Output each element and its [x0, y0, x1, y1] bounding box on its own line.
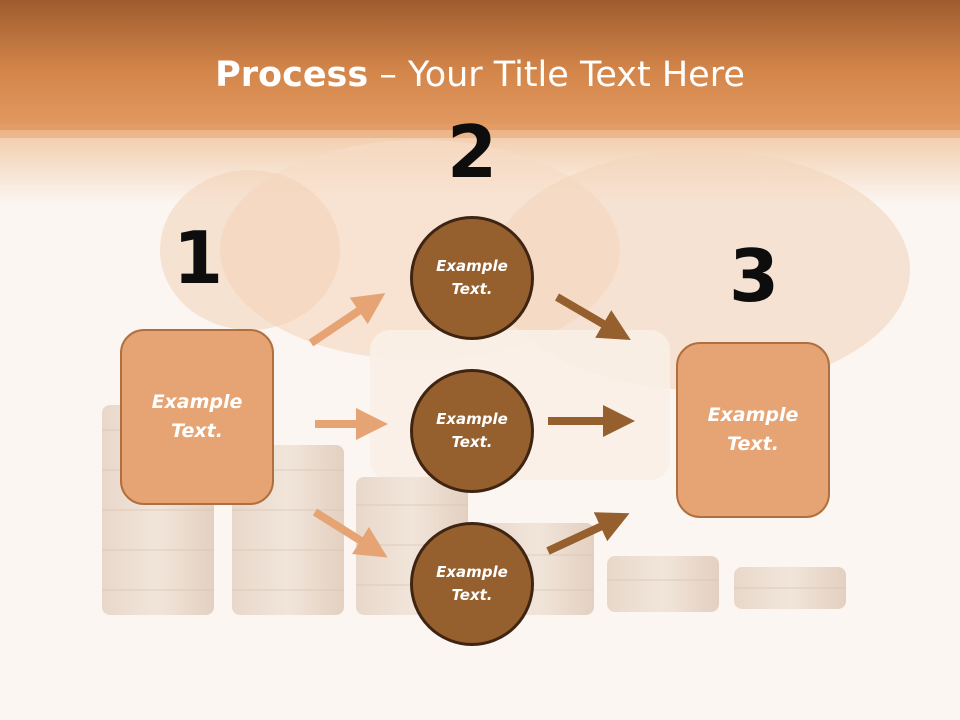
title-rest: – Your Title Text Here [368, 55, 745, 95]
circle-middle-text: Example Text. [436, 410, 508, 451]
step-number-3: 3 [728, 234, 780, 318]
step-2-circle-top: Example Text. [410, 216, 534, 340]
circle-bottom-text: Example Text. [436, 563, 508, 604]
step-3-box: Example Text. [676, 342, 830, 518]
step-number-1: 1 [172, 216, 224, 300]
slide-title: Process – Your Title Text Here [0, 50, 960, 100]
step-number-2: 2 [446, 110, 498, 194]
step-2-circle-bottom: Example Text. [410, 522, 534, 646]
step-1-text: Example Text. [151, 391, 243, 442]
step-3-text: Example Text. [707, 404, 799, 455]
title-bold: Process [215, 55, 369, 95]
step-2-circle-middle: Example Text. [410, 369, 534, 493]
step-1-box: Example Text. [120, 329, 274, 505]
circle-top-text: Example Text. [436, 257, 508, 298]
